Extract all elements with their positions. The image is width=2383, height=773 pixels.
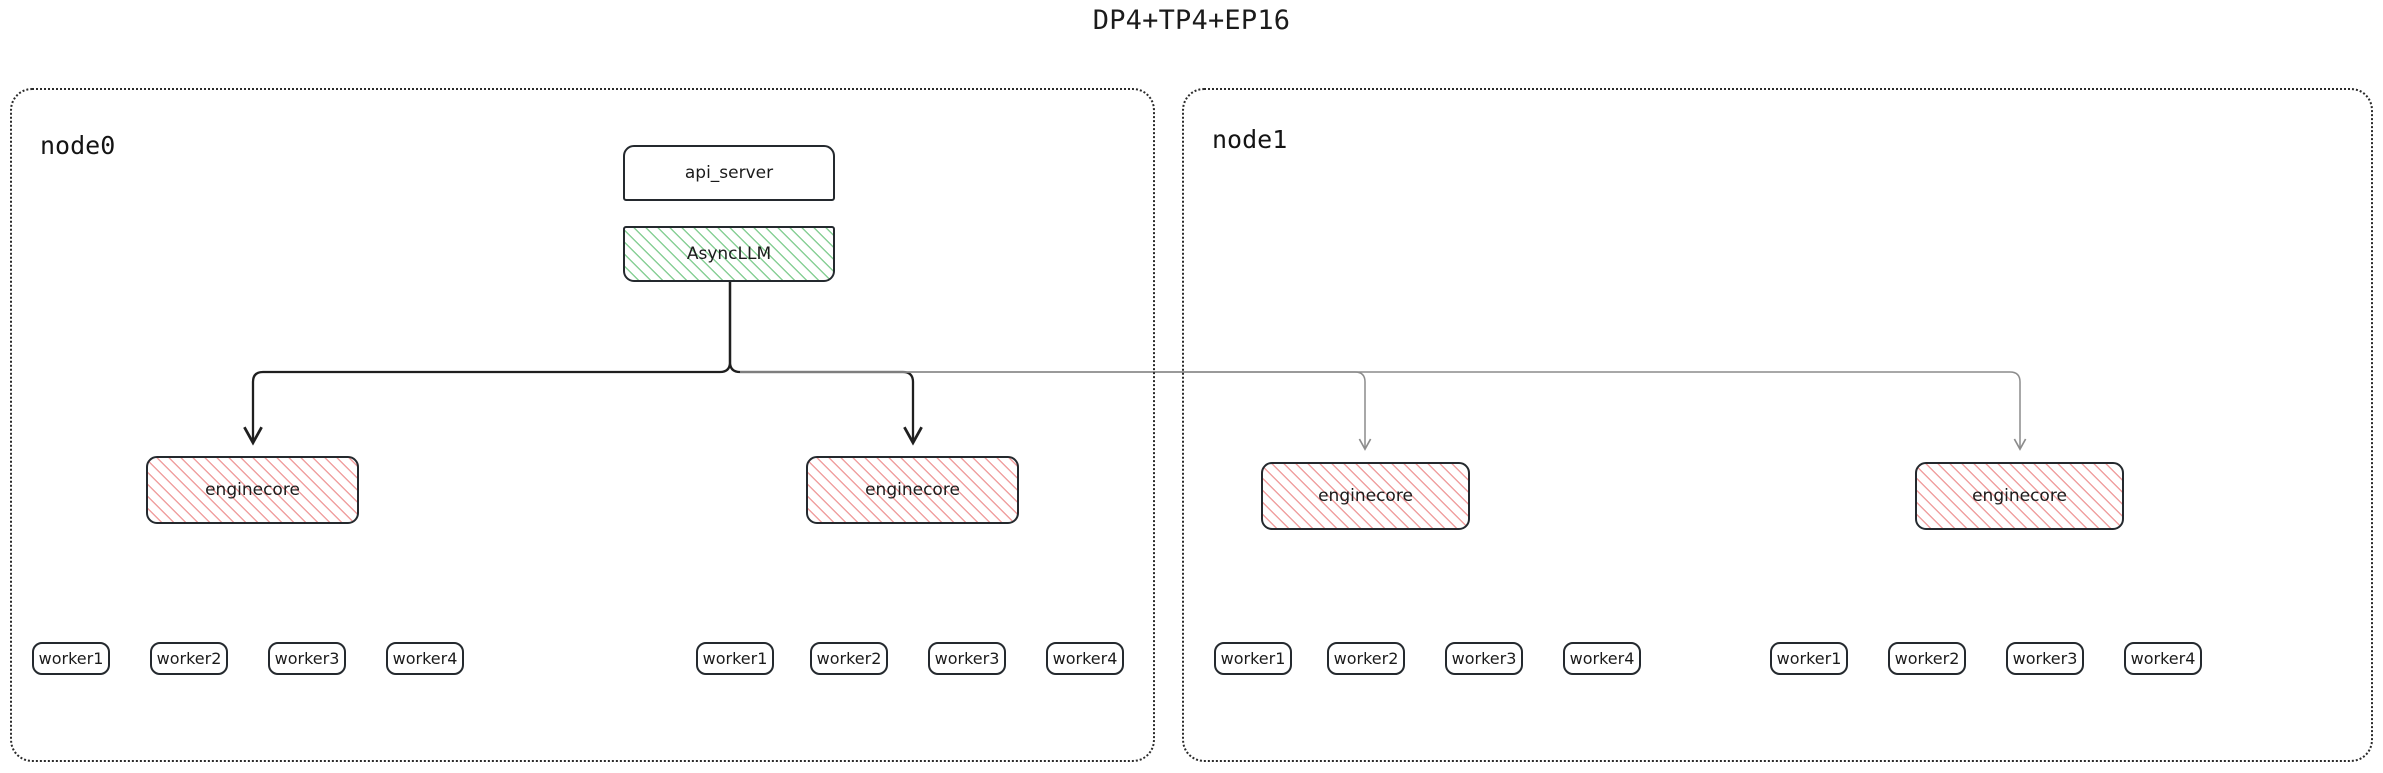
node-worker[interactable]: worker3	[268, 642, 346, 675]
node-worker[interactable]: worker1	[1214, 642, 1292, 675]
node-worker[interactable]: worker2	[810, 642, 888, 675]
node-worker[interactable]: worker4	[1563, 642, 1641, 675]
node-worker[interactable]: worker2	[1327, 642, 1405, 675]
subgraph-node1-label: node1	[1212, 125, 1288, 154]
node-worker[interactable]: worker1	[32, 642, 110, 675]
subgraph-node0-label: node0	[40, 131, 116, 160]
node-enginecore-0[interactable]: enginecore	[146, 456, 359, 524]
subgraph-node1	[1182, 88, 2373, 762]
node-async-llm[interactable]: AsyncLLM	[623, 226, 835, 282]
node-worker[interactable]: worker2	[1888, 642, 1966, 675]
node-worker[interactable]: worker1	[696, 642, 774, 675]
diagram-title: DP4+TP4+EP16	[1092, 5, 1291, 36]
subgraph-node0	[10, 88, 1155, 762]
edge-asyncllm-to-enginecore-0	[243, 370, 720, 446]
node-worker[interactable]: worker3	[928, 642, 1006, 675]
node-worker[interactable]: worker1	[1770, 642, 1848, 675]
node-worker[interactable]: worker4	[1046, 642, 1124, 675]
node-enginecore-3[interactable]: enginecore	[1915, 462, 2124, 530]
node-api-server[interactable]: api_server	[623, 145, 835, 201]
node-worker[interactable]: worker2	[150, 642, 228, 675]
node-enginecore-2[interactable]: enginecore	[1261, 462, 1470, 530]
node-worker[interactable]: worker4	[386, 642, 464, 675]
node-worker[interactable]: worker4	[2124, 642, 2202, 675]
node-enginecore-1[interactable]: enginecore	[806, 456, 1019, 524]
node-worker[interactable]: worker3	[2006, 642, 2084, 675]
node-worker[interactable]: worker3	[1445, 642, 1523, 675]
edge-asyncllm-to-enginecore-3	[740, 371, 2027, 451]
